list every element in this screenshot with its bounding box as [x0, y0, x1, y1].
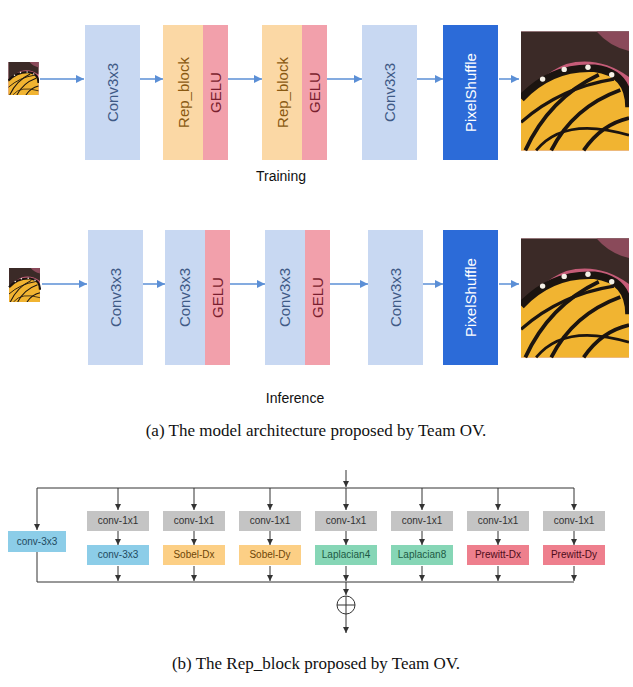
connector-arrow — [423, 283, 443, 285]
conv1x1-box: conv-1x1 — [543, 511, 605, 531]
box-label: Sobel-Dx — [173, 550, 214, 560]
box-label: Conv3x3 — [278, 268, 293, 327]
box-label: Prewitt-Dy — [551, 550, 597, 560]
box-label: conv-1x1 — [402, 516, 443, 526]
connector-arrow — [574, 531, 575, 545]
box-label: Sobel-Dy — [249, 550, 290, 560]
box-label: Conv3x3 — [108, 268, 123, 327]
connector-arrow — [327, 78, 362, 80]
activation-box: GELU — [205, 230, 230, 365]
rep-block-box: Rep_block — [262, 25, 302, 160]
laplacian-box: Laplacian8 — [391, 545, 453, 565]
connector-arrow — [194, 531, 195, 545]
box-label: Conv3x3 — [178, 268, 193, 327]
connector-arrow — [330, 283, 368, 285]
input-image — [9, 268, 40, 302]
conv1x1-box: conv-1x1 — [163, 511, 225, 531]
section-label: Training — [256, 168, 306, 185]
connector-arrow — [140, 78, 163, 80]
conv-box: Conv3x3 — [165, 230, 205, 365]
conv1x1-box: conv-1x1 — [467, 511, 529, 531]
conv-box: Conv3x3 — [85, 25, 140, 160]
connector-arrow — [417, 78, 443, 80]
conv3x3-box: conv-3x3 — [87, 545, 149, 565]
box-label: conv-1x1 — [98, 516, 139, 526]
connector-arrow — [346, 531, 347, 545]
connector-arrow — [422, 531, 423, 545]
conv1x1-box: conv-1x1 — [239, 511, 301, 531]
connector-arrow — [498, 531, 499, 545]
box-label: GELU — [208, 72, 223, 113]
pixelshuffle-box: PixelShuffle — [443, 230, 498, 365]
input-arrow — [42, 283, 87, 285]
connector-arrow — [228, 78, 262, 80]
box-label: PixelShuffle — [463, 258, 478, 337]
conv-box: Conv3x3 — [362, 25, 417, 160]
conv1x1-box: conv-1x1 — [315, 511, 377, 531]
box-label: Conv3x3 — [105, 63, 120, 122]
rep-block-wiring — [37, 470, 574, 633]
box-label: GELU — [310, 277, 325, 318]
figure-caption: (a) The model architecture proposed by T… — [146, 421, 487, 441]
box-label: conv-3x3 — [17, 537, 58, 547]
input-image — [9, 62, 39, 95]
box-label: conv-1x1 — [250, 516, 291, 526]
box-label: conv-1x1 — [326, 516, 367, 526]
conv-box: Conv3x3 — [368, 230, 423, 365]
box-label: Laplacian4 — [322, 550, 370, 560]
conv-box: Conv3x3 — [265, 230, 305, 365]
box-label: GELU — [307, 72, 322, 113]
box-label: Rep_block — [275, 57, 290, 128]
prewitt-box: Prewitt-Dx — [467, 545, 529, 565]
activation-box: GELU — [305, 230, 330, 365]
conv1x1-box: conv-1x1 — [87, 511, 149, 531]
output-arrow — [499, 283, 519, 285]
box-label: Prewitt-Dx — [475, 550, 521, 560]
box-label: GELU — [210, 277, 225, 318]
output-arrow — [499, 78, 519, 80]
conv1x1-box: conv-1x1 — [391, 511, 453, 531]
box-label: conv-1x1 — [478, 516, 519, 526]
input-arrow — [40, 78, 84, 80]
rep-block-box: Rep_block — [163, 25, 203, 160]
activation-box: GELU — [302, 25, 327, 160]
pixelshuffle-box: PixelShuffle — [443, 25, 498, 160]
box-label: Rep_block — [176, 57, 191, 128]
laplacian-box: Laplacian4 — [315, 545, 377, 565]
section-label: Inference — [266, 390, 324, 407]
prewitt-box: Prewitt-Dy — [543, 545, 605, 565]
figure-caption: (b) The Rep_block proposed by Team OV. — [172, 654, 460, 674]
box-label: Conv3x3 — [388, 268, 403, 327]
box-label: conv-3x3 — [98, 550, 139, 560]
box-label: conv-1x1 — [554, 516, 595, 526]
connector-arrow — [118, 531, 119, 545]
sobel-box: Sobel-Dy — [239, 545, 301, 565]
activation-box: GELU — [203, 25, 228, 160]
connector-arrow — [270, 531, 271, 545]
output-image — [521, 32, 629, 151]
box-label: conv-1x1 — [174, 516, 215, 526]
box-label: PixelShuffle — [463, 53, 478, 132]
connector-arrow — [230, 283, 265, 285]
box-label: Conv3x3 — [382, 63, 397, 122]
conv3x3-box: conv-3x3 — [8, 531, 66, 552]
connector-arrow — [143, 283, 165, 285]
sobel-box: Sobel-Dx — [163, 545, 225, 565]
conv-box: Conv3x3 — [88, 230, 143, 365]
output-image — [521, 239, 629, 358]
box-label: Laplacian8 — [398, 550, 446, 560]
